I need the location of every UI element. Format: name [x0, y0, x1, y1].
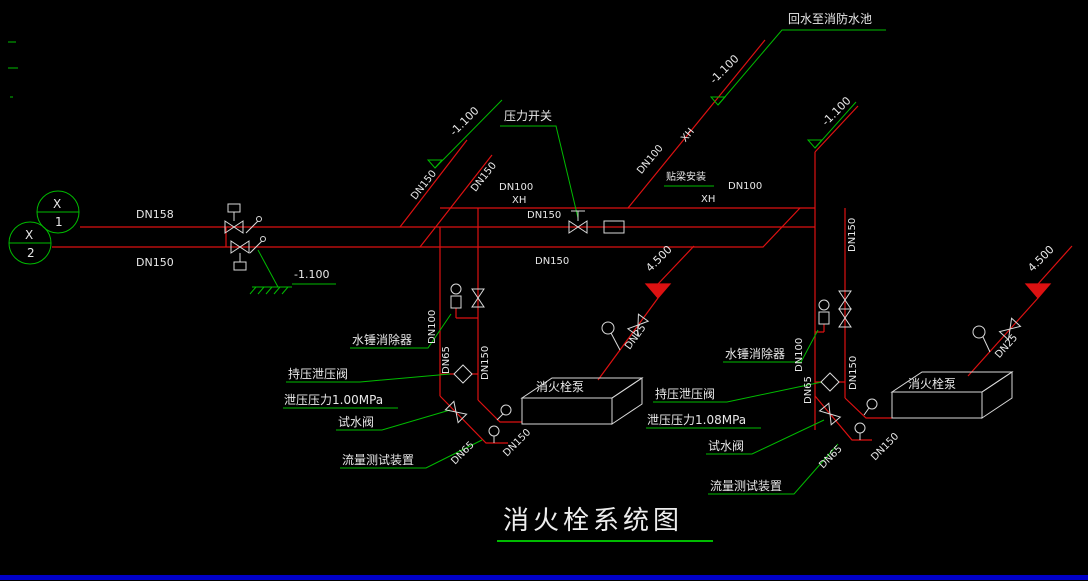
flow-test-label-right: 流量测试装置 — [710, 479, 783, 493]
test-valve-right-icon — [819, 402, 841, 426]
relief-valve-leader-right — [653, 381, 823, 403]
pipe-label-dn150: DN150 — [847, 217, 858, 252]
drawing-title: 消火栓系统图 — [503, 506, 684, 536]
pipe-label-dn158: DN158 — [136, 208, 174, 221]
left-drop-pipes — [439, 208, 479, 400]
relief-valve-leader-left — [286, 373, 451, 383]
flow-test-leader-left — [340, 439, 483, 469]
pipe-label-dn150: DN150 — [480, 345, 491, 380]
riser-tag-dividers — [9, 211, 79, 244]
relief-valve-right-icon — [820, 372, 840, 392]
water-hammer-eliminator-right-cap — [818, 299, 830, 311]
riser-branch-1 — [399, 139, 468, 228]
pressure-gauge-icon — [500, 404, 512, 416]
pipe-label-dn150: DN150 — [136, 256, 174, 269]
test-valve-label-right: 试水阀 — [708, 439, 745, 453]
pump-label-right: 消火栓泵 — [908, 377, 957, 391]
flow-test-leader-right — [708, 443, 839, 495]
water-hammer-eliminator-left-icon — [450, 295, 462, 309]
pressure-gauge-icon — [854, 422, 866, 434]
flow-test-label-left: 流量测试装置 — [342, 453, 415, 467]
discharge-gauge-left-stem — [610, 332, 621, 351]
riser-branch-2 — [419, 154, 493, 248]
signal-valve-stem — [571, 210, 585, 221]
pressure-gauge-stem — [496, 413, 504, 421]
water-hammer-leader-left — [350, 313, 452, 349]
pipe-label-dn100: DN100 — [499, 182, 534, 193]
water-hammer-label-right: 水锤消除器 — [725, 347, 786, 361]
inlet-valve-actuator-2 — [233, 261, 247, 271]
relief-valve-left-icon — [453, 364, 473, 384]
return-label-leader — [717, 29, 886, 106]
pressure-gauge-icon — [866, 398, 878, 410]
relief-pressure-label-right: 泄压压力1.08MPa — [647, 413, 747, 427]
return-water-label: 回水至消防水池 — [788, 12, 873, 26]
check-valve-1-pivot — [256, 216, 262, 222]
pump-label-left: 消火栓泵 — [536, 380, 585, 394]
discharge-gauge-left-icon — [601, 321, 615, 335]
drain-funnel-left — [644, 283, 672, 299]
elev-arrow-left-icon — [426, 159, 444, 169]
right-test-line — [814, 395, 872, 441]
drain-funnel-right — [1024, 283, 1052, 299]
water-hammer-eliminator-right-icon — [818, 311, 830, 325]
elev-arrow-riser-icon — [806, 139, 824, 149]
left-pump-suction — [477, 399, 522, 423]
pump-box-left — [520, 377, 644, 425]
frame-line — [0, 575, 1088, 580]
return-pipe — [627, 39, 766, 209]
pipe-label-dn100: DN100 — [427, 309, 438, 344]
right-pump-discharge — [967, 245, 1073, 377]
main-pipe-lower — [52, 207, 801, 248]
check-valve-2-pivot — [260, 236, 266, 242]
discharge-gauge-right-stem — [982, 336, 991, 353]
check-valve-2-icon — [249, 240, 263, 254]
riser-tag-number: 1 — [55, 215, 63, 229]
water-hammer-leader-right — [723, 329, 819, 363]
water-hammer-label-left: 水锤消除器 — [352, 333, 413, 347]
pipe-label-dn150: DN150 — [848, 355, 859, 390]
relief-valve-label-left: 持压泄压阀 — [288, 367, 349, 381]
test-valve-leader-left — [336, 409, 451, 431]
relief-valve-label-right: 持压泄压阀 — [655, 387, 716, 401]
beam-mount-label: 贴梁安装 — [666, 172, 706, 183]
pressure-switch-label: 压力开关 — [504, 109, 553, 123]
riser-tag-system: X — [53, 197, 62, 211]
right-pump-suction — [844, 397, 892, 419]
pipe-label-dn65: DN65 — [803, 376, 814, 404]
ground-elevation-marker — [249, 249, 336, 295]
relief-pressure-label-left: 泄压压力1.00MPa — [284, 393, 384, 407]
riser-tag-number: 2 — [27, 246, 35, 260]
right-branch-stubs — [815, 324, 845, 383]
pipe-label-dn65: DN65 — [441, 346, 452, 374]
check-valve-1-icon — [245, 220, 259, 234]
pipe-label-dn100: DN100 — [794, 337, 805, 372]
equipment-symbols — [224, 203, 1021, 443]
elev-line-left — [434, 99, 503, 169]
elevation-label: -1.100 — [294, 268, 330, 281]
elev-arrow-return-icon — [709, 96, 727, 106]
pipe-label-dn100: DN100 — [728, 181, 763, 192]
pipe-label-dn150: DN150 — [527, 210, 562, 221]
pipe-label-xh: XH — [512, 195, 527, 206]
riser-tag-system: X — [25, 228, 34, 242]
pressure-gauge-stem — [863, 407, 870, 416]
inlet-valve-actuator-1 — [227, 203, 241, 213]
water-hammer-eliminator-left-cap — [450, 283, 462, 295]
pump-box-right — [890, 371, 1014, 419]
pipe-label-dn150: DN150 — [535, 256, 570, 267]
margin-ticks — [8, 41, 18, 98]
flow-switch-icon — [603, 220, 625, 234]
left-pump-discharge — [597, 245, 695, 381]
pressure-gauge-icon — [488, 425, 500, 437]
test-valve-label-left: 试水阀 — [338, 415, 375, 429]
annotation-lines — [8, 29, 886, 542]
pipe-label-xh: XH — [701, 194, 716, 205]
test-valve-leader-right — [706, 419, 825, 455]
pressure-switch-leader — [500, 125, 579, 219]
discharge-gauge-right-icon — [972, 325, 986, 339]
